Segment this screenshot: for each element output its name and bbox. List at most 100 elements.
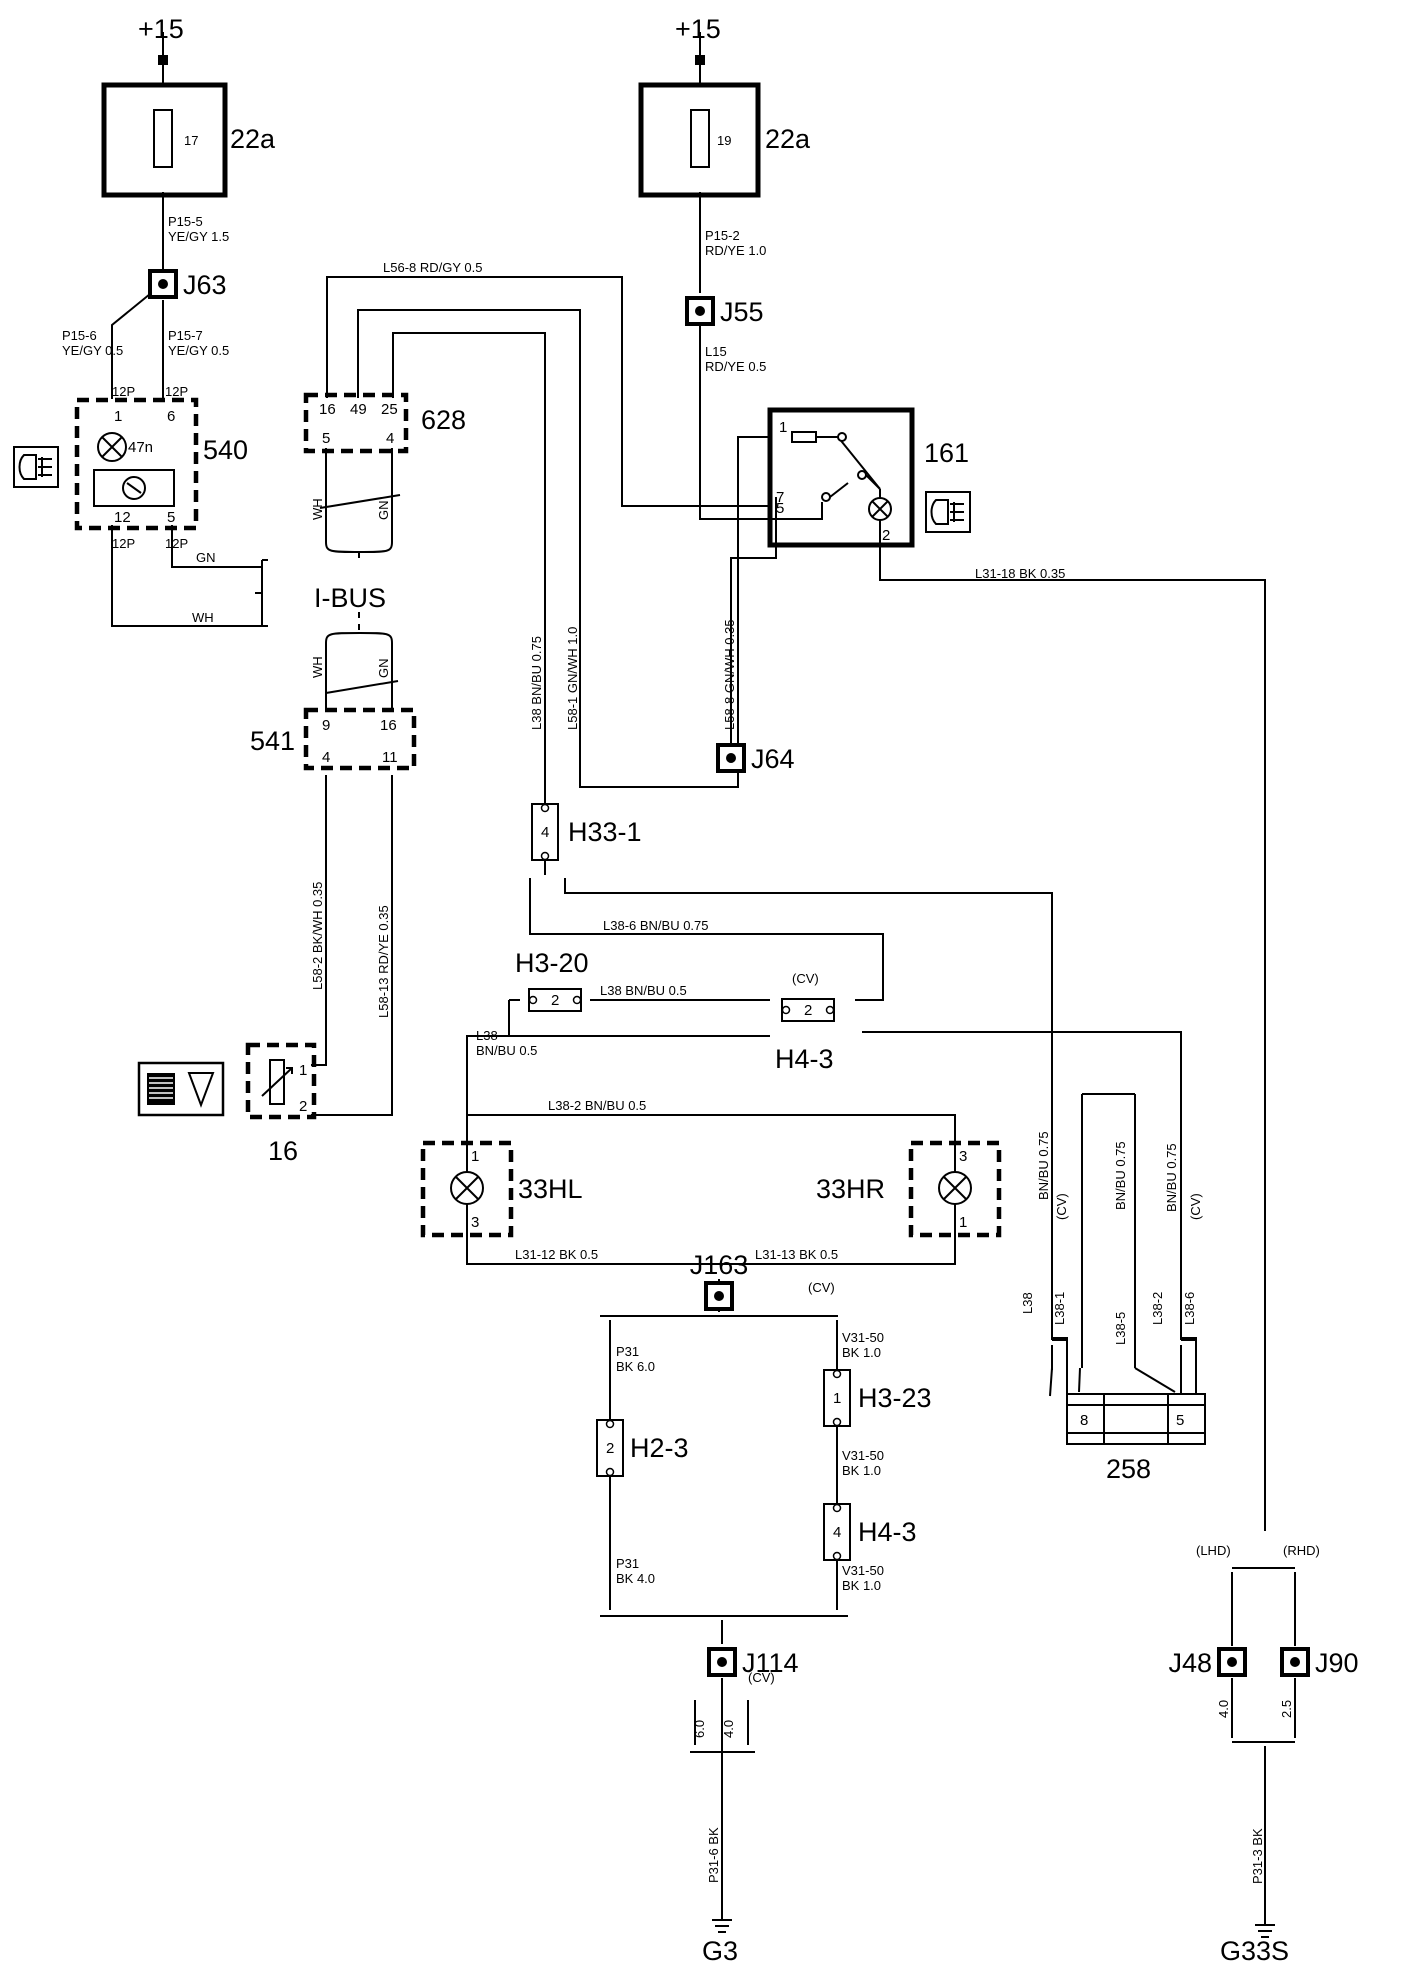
headlamp-icon bbox=[925, 491, 971, 533]
pin-label: 5 bbox=[776, 500, 784, 517]
wire-label: 6.0 bbox=[692, 1720, 707, 1738]
variant-label: (RHD) bbox=[1283, 1543, 1320, 1558]
component-label: 33HL bbox=[518, 1174, 583, 1204]
junction-label: J48 bbox=[1168, 1648, 1212, 1678]
pin-label: 5 bbox=[167, 509, 175, 526]
headlamp-icon bbox=[13, 446, 59, 488]
pin-label: 1 bbox=[959, 1214, 967, 1231]
connector-label: H4-3 bbox=[858, 1517, 917, 1547]
pin-label: 1 bbox=[471, 1148, 479, 1165]
junction-label: J55 bbox=[720, 297, 764, 327]
plug-label: 12P bbox=[165, 384, 188, 399]
component-label: 541 bbox=[250, 726, 295, 756]
supply-terminal bbox=[158, 55, 168, 65]
wire-label: 4.0 bbox=[721, 1720, 736, 1738]
fuse-22a-19: 19 22a bbox=[638, 82, 811, 198]
pin-label-7: 7 bbox=[776, 489, 784, 506]
variant-label: (LHD) bbox=[1196, 1543, 1231, 1558]
wire-label: BN/BU 0.75 bbox=[1164, 1143, 1179, 1212]
plug-label: 12P bbox=[112, 536, 135, 551]
component-628: 16 49 25 5 4 628 bbox=[303, 392, 466, 509]
wire-label: WH bbox=[192, 610, 214, 625]
wire-label: L58-13 RD/YE 0.35 bbox=[376, 905, 391, 1018]
pin-label: 8 bbox=[1080, 1412, 1088, 1429]
pin-label: 2 bbox=[804, 1002, 812, 1019]
pin-label: 5 bbox=[1176, 1412, 1184, 1429]
wire-label: WH bbox=[310, 656, 325, 678]
wire-label: L38-2 BN/BU 0.5 bbox=[548, 1098, 646, 1113]
connector-label: H4-3 bbox=[775, 1044, 834, 1074]
plug-label: 12P bbox=[165, 536, 188, 551]
junction-label: J64 bbox=[751, 744, 795, 774]
fuse-label: 22a bbox=[230, 124, 276, 154]
supply-label: +15 bbox=[138, 14, 184, 44]
ground-label: G3 bbox=[702, 1936, 738, 1962]
wire-label: 4.0 bbox=[1216, 1700, 1231, 1718]
pin-label: 4 bbox=[833, 1524, 841, 1541]
component-540: 47n 1 6 12 5 12P 12P 12P 12P 540 bbox=[74, 384, 248, 551]
component-258: 8 5 258 bbox=[1066, 1393, 1206, 1484]
ground-label: G33S bbox=[1220, 1936, 1289, 1962]
junction-label: J90 bbox=[1315, 1648, 1359, 1678]
wire-label: L31-18 BK 0.35 bbox=[975, 566, 1065, 581]
wire-label: BN/BU 0.75 bbox=[1036, 1131, 1051, 1200]
variant-label: (CV) bbox=[808, 1280, 835, 1295]
junction-j114: J114 bbox=[707, 1647, 799, 1678]
wire-label: GN bbox=[376, 659, 391, 679]
component-161: 1 5 7 7 2 161 bbox=[767, 407, 969, 548]
fuse-number: 19 bbox=[717, 133, 731, 148]
junction-j163: J163 bbox=[690, 1250, 748, 1311]
variant-label: (CV) bbox=[792, 971, 819, 986]
pin-label: 4 bbox=[386, 430, 394, 447]
fuse-number: 17 bbox=[184, 133, 198, 148]
wire-label: L38-6 bbox=[1182, 1292, 1197, 1325]
wire-label: L56-8 RD/GY 0.5 bbox=[383, 260, 482, 275]
supply-label: +15 bbox=[675, 14, 721, 44]
pin-label: 3 bbox=[471, 1214, 479, 1231]
wire-label: L58-8 GN/WH 0.35 bbox=[722, 619, 737, 730]
component-33hl: 1 3 33HL bbox=[420, 1140, 583, 1238]
plug-label: 12P bbox=[112, 384, 135, 399]
wire-label: L31-13 BK 0.5 bbox=[755, 1247, 838, 1262]
junction-label: J114 bbox=[742, 1648, 799, 1678]
fuse-22a-17: 17 22a bbox=[101, 82, 276, 198]
pin-label: 1 bbox=[299, 1062, 307, 1079]
wire-label: L38 BN/BU 0.75 bbox=[529, 636, 544, 730]
wire-label: L38 bbox=[1020, 1292, 1035, 1314]
lamp-label: 47n bbox=[128, 439, 153, 456]
component-label: 33HR bbox=[816, 1174, 885, 1204]
wire-label: (CV) bbox=[1054, 1193, 1069, 1220]
component-label: 540 bbox=[203, 435, 248, 465]
wire-label: GN bbox=[196, 550, 216, 565]
pin-label: 2 bbox=[551, 992, 559, 1009]
wire-label: BN/BU 0.75 bbox=[1113, 1141, 1128, 1210]
junction-j48: J48 bbox=[1168, 1647, 1247, 1678]
connector-h4-3: 2H4-3 bbox=[775, 998, 835, 1074]
wire-label: L38 BN/BU 0.5 bbox=[600, 983, 687, 998]
component-label: 16 bbox=[268, 1136, 298, 1166]
wire-label: L31-12 BK 0.5 bbox=[515, 1247, 598, 1262]
pin-label: 1 bbox=[833, 1390, 841, 1407]
wires bbox=[111, 32, 1296, 1925]
bus-label: I-BUS bbox=[314, 583, 386, 613]
wire-label: GN bbox=[376, 501, 391, 521]
pin-label: 11 bbox=[382, 749, 398, 766]
pin-label: 4 bbox=[322, 749, 330, 766]
wire-label: WH bbox=[310, 498, 325, 520]
light-switch-dimmer-icon bbox=[137, 1061, 225, 1117]
component-label: 258 bbox=[1106, 1454, 1151, 1484]
junction-j64: J64 bbox=[716, 743, 795, 774]
wire-label: P31-3 BK bbox=[1250, 1828, 1265, 1884]
